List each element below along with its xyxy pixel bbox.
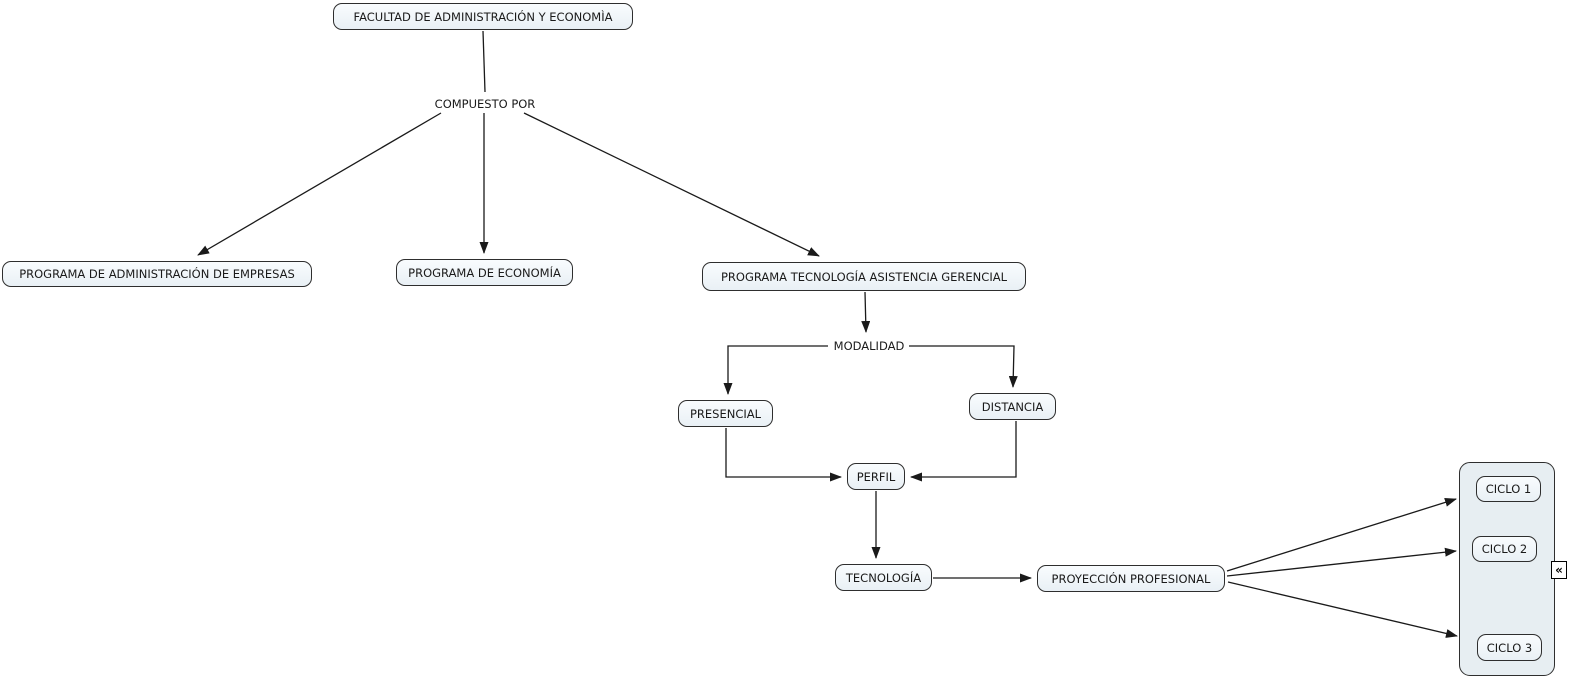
node-facultad[interactable]: FACULTAD DE ADMINISTRACIÓN Y ECONOMÌA: [333, 3, 633, 30]
node-ciclo-1[interactable]: CICLO 1: [1476, 476, 1541, 502]
linking-phrase-modalidad[interactable]: MODALIDAD: [828, 338, 910, 354]
node-ciclo-3[interactable]: CICLO 3: [1477, 634, 1542, 661]
node-programa-tecnologia[interactable]: PROGRAMA TECNOLOGÍA ASISTENCIA GERENCIAL: [702, 262, 1026, 291]
node-programa-economia[interactable]: PROGRAMA DE ECONOMÍA: [396, 259, 573, 286]
node-distancia[interactable]: DISTANCIA: [969, 393, 1056, 420]
linking-phrase-compuesto-por[interactable]: COMPUESTO POR: [425, 95, 545, 112]
node-tecnologia[interactable]: TECNOLOGÍA: [835, 564, 932, 591]
node-programa-administracion[interactable]: PROGRAMA DE ADMINISTRACIÓN DE EMPRESAS: [2, 261, 312, 287]
node-proyeccion-profesional[interactable]: PROYECCIÓN PROFESIONAL: [1037, 565, 1225, 592]
node-perfil[interactable]: PERFIL: [847, 463, 905, 490]
collapse-chevron-icon[interactable]: «: [1551, 561, 1567, 579]
node-presencial[interactable]: PRESENCIAL: [678, 400, 773, 427]
node-ciclo-2[interactable]: CICLO 2: [1472, 536, 1537, 562]
